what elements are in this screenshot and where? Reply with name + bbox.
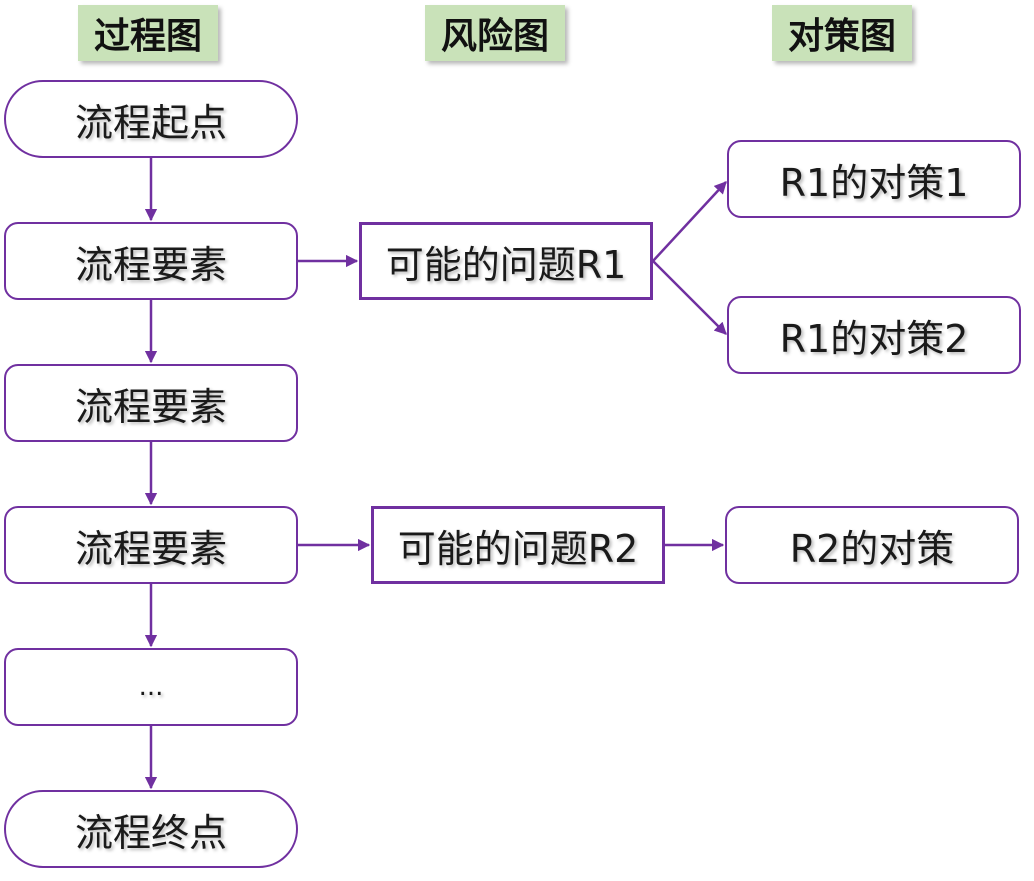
process-element-node-3: 流程要素 <box>4 506 298 584</box>
header-risk: 风险图 <box>425 5 565 61</box>
arrow-risk-r1-to-cm-1 <box>652 181 727 262</box>
countermeasure-node-r2: R2的对策 <box>725 506 1019 584</box>
risk-node-r2: 可能的问题R2 <box>371 506 665 584</box>
process-end-node: 流程终点 <box>4 790 298 868</box>
process-element-node-1: 流程要素 <box>4 222 298 300</box>
arrow-risk-r1-to-cm-2 <box>652 260 727 335</box>
header-process: 过程图 <box>78 5 218 61</box>
countermeasure-node-r1-1: R1的对策1 <box>727 140 1021 218</box>
header-countermeasure: 对策图 <box>772 5 912 61</box>
countermeasure-node-r1-2: R1的对策2 <box>727 296 1021 374</box>
process-element-node-2: 流程要素 <box>4 364 298 442</box>
process-start-node: 流程起点 <box>4 80 298 158</box>
process-ellipsis-node: ... <box>4 648 298 726</box>
risk-node-r1: 可能的问题R1 <box>359 222 653 300</box>
